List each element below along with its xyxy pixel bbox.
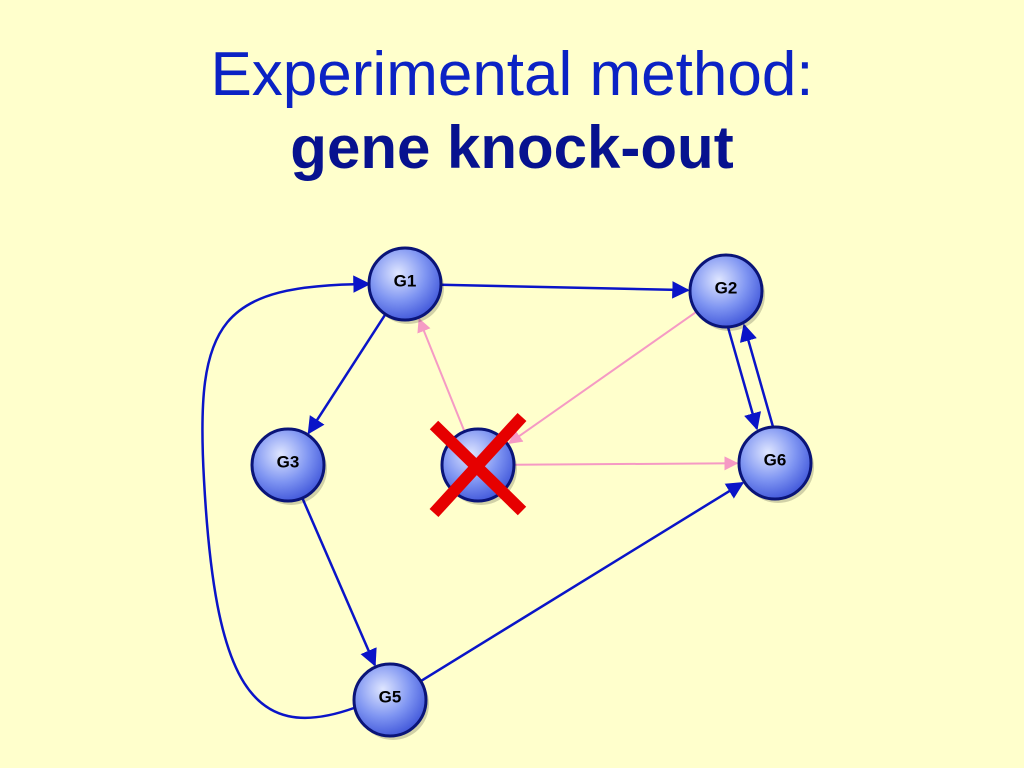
node-label: G6 — [764, 450, 787, 469]
node-g5: G5 — [352, 662, 429, 740]
edge-g5-to-g6 — [420, 481, 745, 683]
node-g3: G3 — [250, 427, 327, 505]
edge-g4-to-g6 — [513, 456, 739, 471]
node-circle — [737, 425, 813, 501]
edge-g2-to-g4 — [507, 310, 698, 444]
node-label: G2 — [715, 278, 738, 297]
edge-g5-to-g1 — [201, 275, 371, 719]
edge-g1-to-g3 — [307, 313, 387, 435]
node-g1: G1 — [367, 246, 444, 324]
knockout-cross-icon — [429, 412, 527, 518]
node-circle — [352, 662, 428, 738]
node-g2: G2 — [688, 253, 765, 331]
node-circle — [688, 253, 764, 329]
edge-g2-to-g6 — [726, 327, 761, 431]
slide-title: Experimental method: gene knock-out — [0, 38, 1024, 184]
knockout-cross-layer — [429, 412, 527, 518]
title-line-1: Experimental method: — [210, 40, 814, 109]
edge-g3-to-g5 — [301, 497, 377, 667]
edge-g4-to-g1 — [417, 317, 466, 432]
edge-layer — [201, 275, 775, 719]
edge-g6-to-g2 — [740, 323, 775, 427]
node-g6: G6 — [737, 425, 814, 503]
node-label: G1 — [394, 271, 417, 290]
node-circle — [250, 427, 326, 503]
node-label: G3 — [277, 452, 300, 471]
node-label: G5 — [379, 687, 402, 706]
node-circle — [367, 246, 443, 322]
edge-g1-to-g2 — [440, 281, 690, 299]
title-line-2: gene knock-out — [290, 114, 734, 181]
